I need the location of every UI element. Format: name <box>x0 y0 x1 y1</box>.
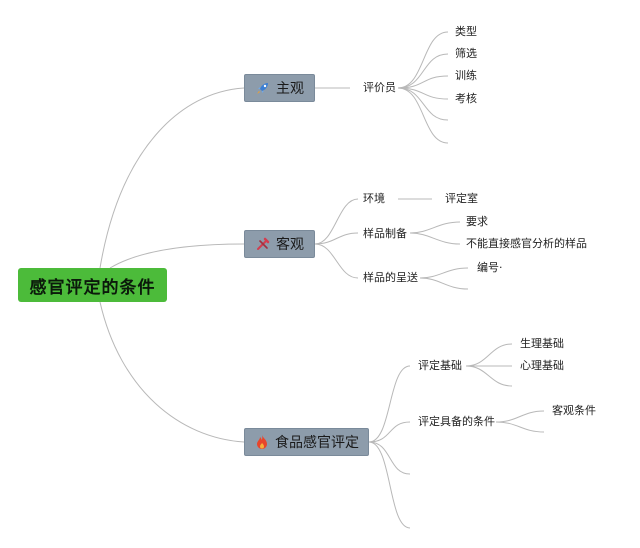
leaf-type[interactable]: 类型 <box>455 25 477 38</box>
topic-label: 主观 <box>276 81 304 97</box>
edge-topic2-prep <box>314 232 359 245</box>
fire-icon <box>254 434 270 450</box>
leaf-objective-conditions[interactable]: 客观条件 <box>552 404 596 417</box>
leaf-numbering[interactable]: 编号· <box>477 261 503 274</box>
edge-present-blank <box>419 277 469 290</box>
edge-basis-physio <box>465 343 513 367</box>
edge-conditions-objective <box>495 410 545 423</box>
topic-subjective[interactable]: 主观 <box>244 74 315 102</box>
leaf-exam[interactable]: 考核 <box>455 92 477 105</box>
edge-topic3-conditions <box>368 421 411 443</box>
subtopic-judges[interactable]: 评价员 <box>363 81 396 94</box>
tools-icon <box>255 236 271 252</box>
rocket-icon <box>255 80 271 96</box>
subtopic-sample-prep[interactable]: 样品制备 <box>363 227 407 240</box>
edge-root-topic-2 <box>109 243 245 269</box>
leaf-screening[interactable]: 筛选 <box>455 47 477 60</box>
edge-judges-blank1 <box>397 87 449 121</box>
subtopic-sample-presentation[interactable]: 样品的呈送 <box>363 271 418 284</box>
edge-judges-type <box>397 31 449 89</box>
leaf-physiological-basis[interactable]: 生理基础 <box>520 337 564 350</box>
edge-prep-require <box>409 221 461 234</box>
subtopic-evaluation-basis[interactable]: 评定基础 <box>418 359 462 372</box>
topic-objective[interactable]: 客观 <box>244 230 315 258</box>
leaf-requirements[interactable]: 要求 <box>466 215 488 228</box>
subtopic-evaluation-conditions[interactable]: 评定具备的条件 <box>418 415 495 428</box>
edge-judges-blank2 <box>397 87 449 144</box>
edge-topic3-blank2 <box>368 441 411 529</box>
leaf-psychological-basis[interactable]: 心理基础 <box>520 359 564 372</box>
subtopic-environment[interactable]: 环境 <box>363 192 385 205</box>
edge-root-topic-1 <box>99 87 245 269</box>
edge-judges-screen <box>397 53 449 89</box>
topic-label: 客观 <box>276 237 304 253</box>
leaf-indirect-samples[interactable]: 不能直接感官分析的样品 <box>466 237 587 250</box>
edge-present-number <box>419 267 469 279</box>
edge-topic2-environment <box>314 198 359 245</box>
root-label: 感官评定的条件 <box>29 277 156 298</box>
topic-food-sensory[interactable]: 食品感官评定 <box>244 428 369 456</box>
topic-label: 食品感官评定 <box>275 435 359 451</box>
edge-root-topic-3 <box>99 301 245 443</box>
edge-topic3-blank1 <box>368 441 411 475</box>
edge-topic2-present <box>314 243 359 279</box>
edge-basis-blank <box>465 365 513 387</box>
edge-topic3-basis <box>368 365 411 443</box>
leaf-training[interactable]: 训练 <box>455 69 477 82</box>
root-node[interactable]: 感官评定的条件 <box>18 268 167 302</box>
edge-judges-train <box>397 75 449 89</box>
edge-prep-indirect <box>409 232 461 245</box>
leaf-evaluation-room[interactable]: 评定室 <box>445 192 478 205</box>
edge-conditions-blank <box>495 421 545 433</box>
